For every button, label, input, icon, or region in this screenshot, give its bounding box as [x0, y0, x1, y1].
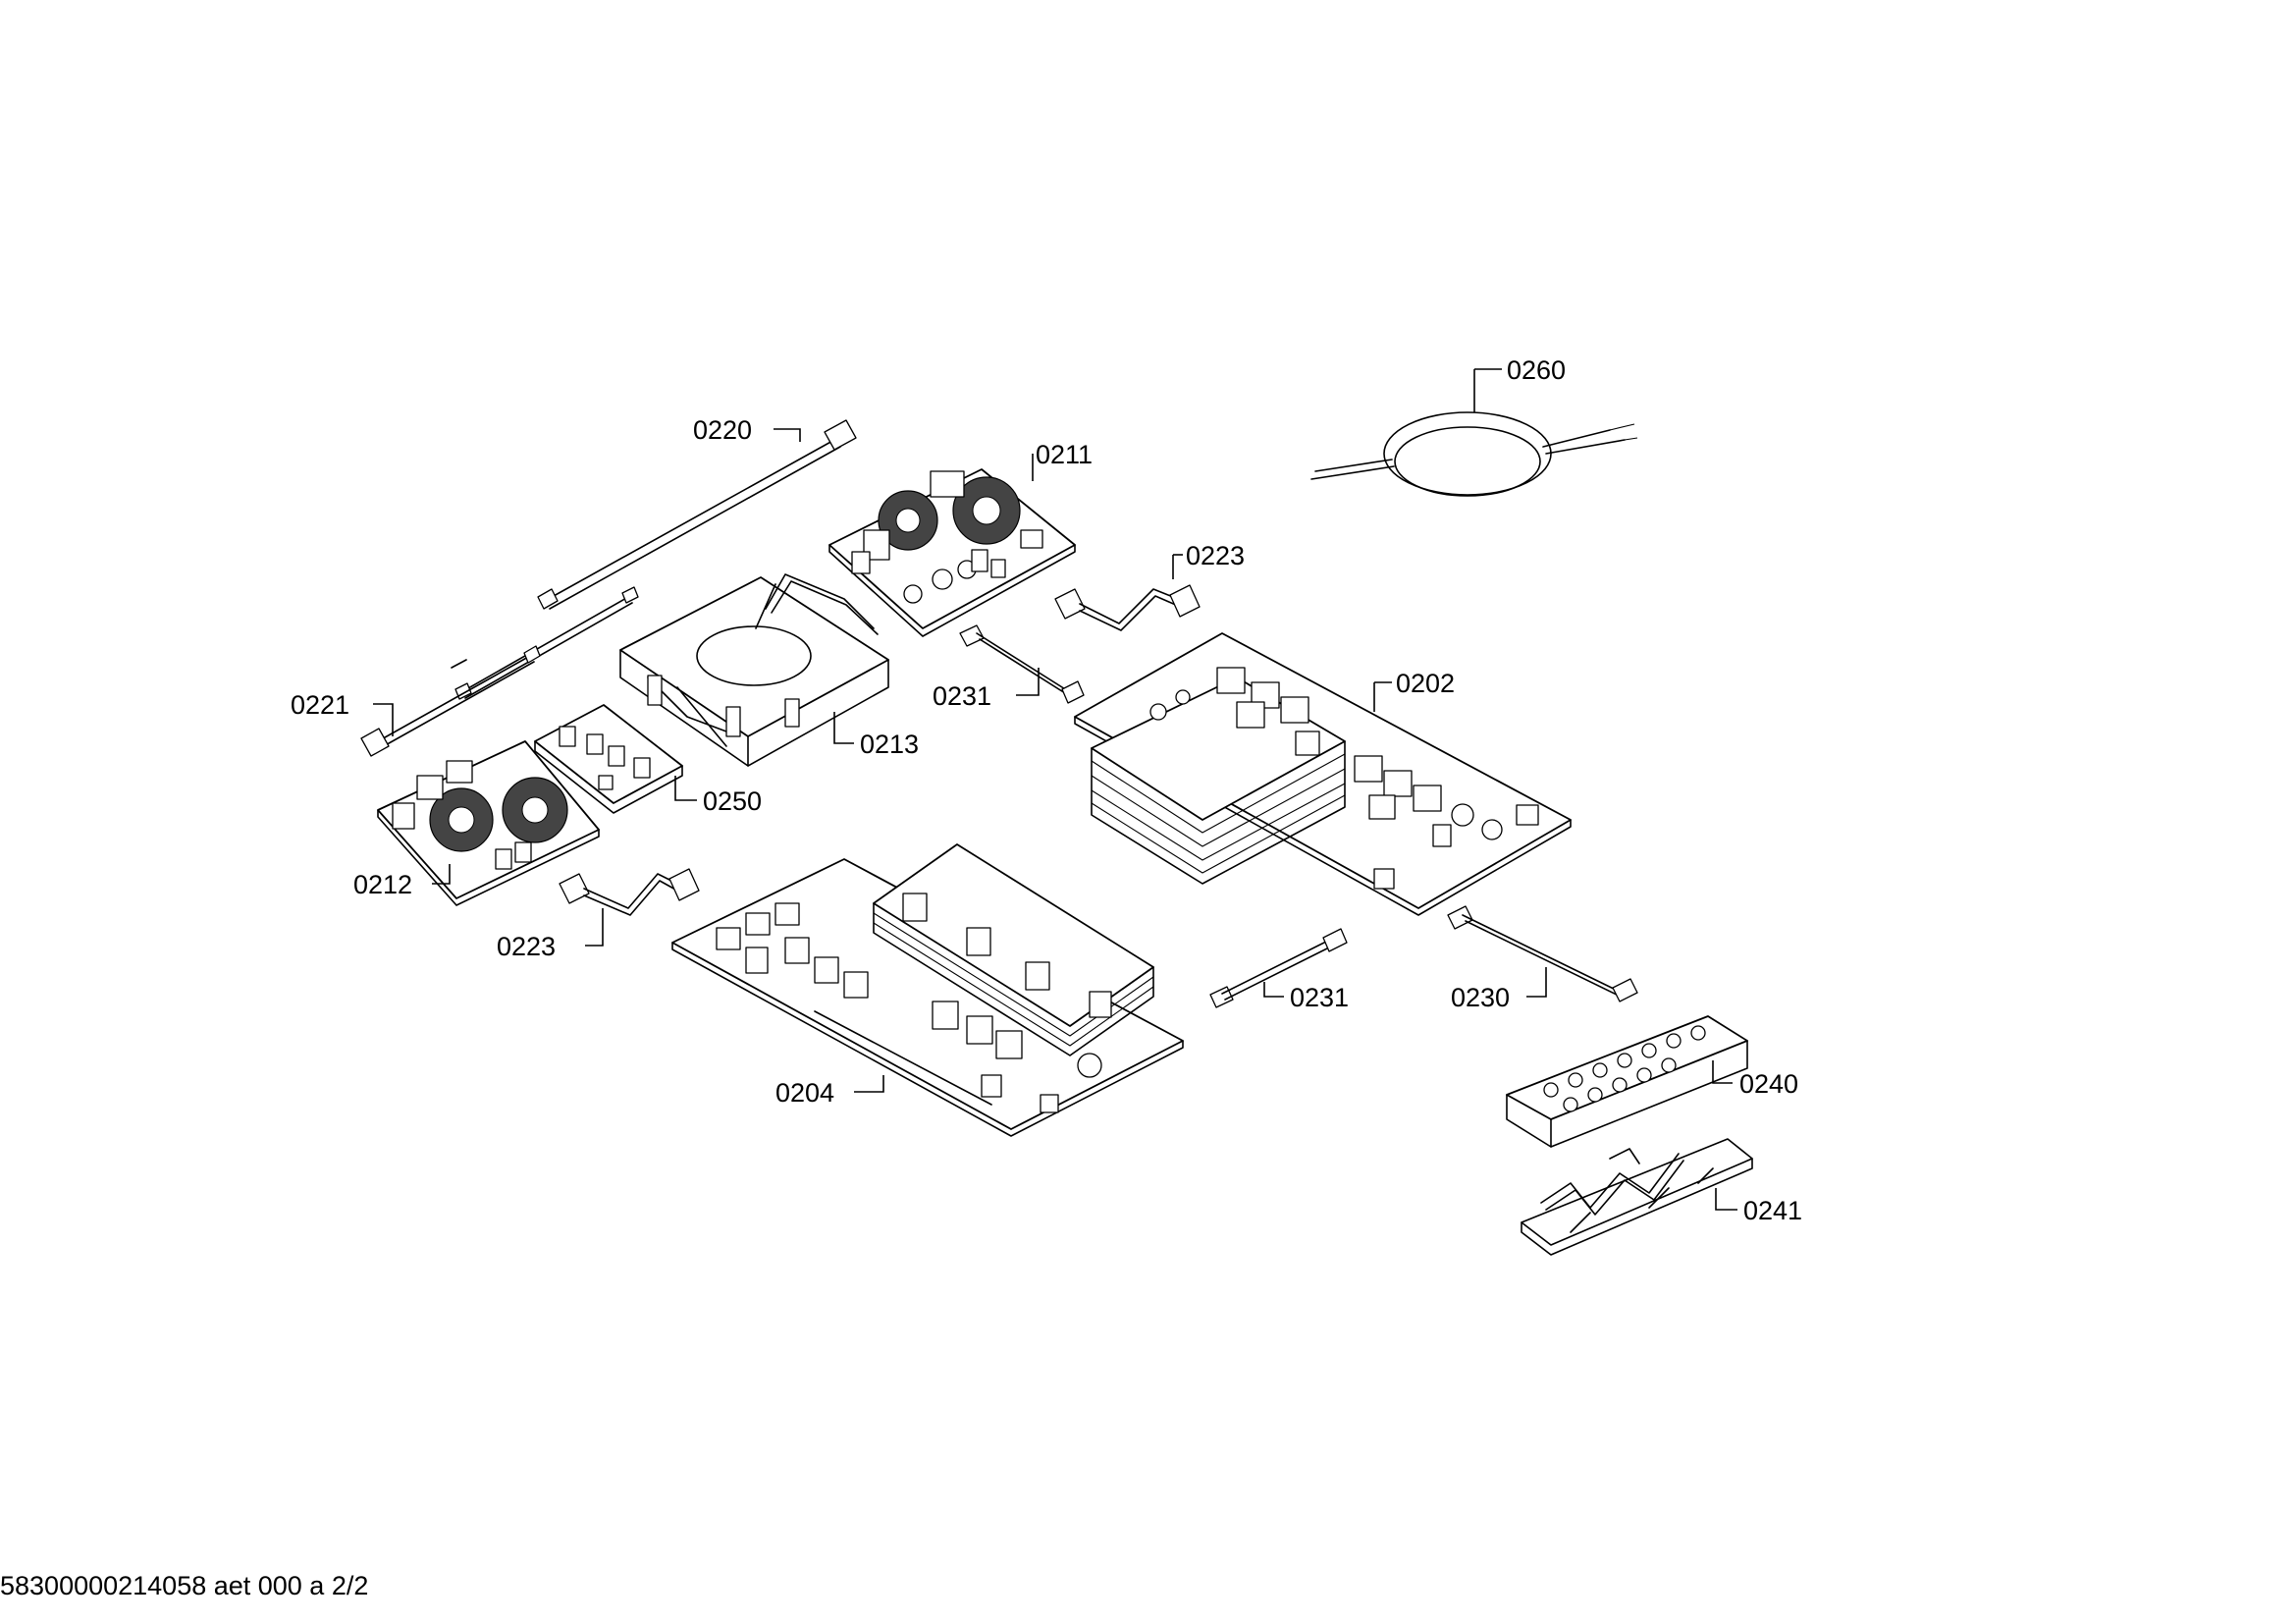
part-0241-bracket[interactable] [1521, 1138, 1753, 1256]
part-0213-induction-coil[interactable] [619, 573, 889, 767]
label-0241[interactable]: 0241 [1743, 1196, 1802, 1225]
label-0221[interactable]: 0221 [291, 690, 349, 720]
label-0212[interactable]: 0212 [353, 870, 412, 899]
part-0202-power-board[interactable] [1074, 632, 1572, 916]
part-0212-filter-board[interactable] [377, 740, 600, 906]
label-0204[interactable]: 0204 [775, 1078, 834, 1108]
part-0250-small-board[interactable] [534, 704, 683, 814]
part-0260-cable[interactable] [1310, 411, 1638, 497]
part-labels: 0260 0220 0211 0223 0221 0231 0213 0202 … [291, 355, 1802, 1225]
part-0220-cable[interactable] [451, 419, 857, 669]
label-0230[interactable]: 0230 [1451, 983, 1510, 1012]
part-0204-control-board[interactable] [671, 843, 1184, 1137]
part-0211-filter-board[interactable] [828, 468, 1076, 637]
label-0231-lower[interactable]: 0231 [1290, 983, 1349, 1012]
label-0202[interactable]: 0202 [1396, 669, 1455, 698]
label-0231-upper[interactable]: 0231 [933, 681, 991, 711]
label-0260[interactable]: 0260 [1507, 355, 1566, 385]
label-0220[interactable]: 0220 [693, 415, 752, 445]
part-0230-cable[interactable] [1447, 905, 1638, 1002]
leader-lines [373, 368, 1737, 1211]
part-0231-cable-lower[interactable] [1209, 928, 1348, 1008]
part-0223-cable-top[interactable] [1054, 584, 1201, 631]
part-0231-cable-upper[interactable] [959, 624, 1085, 704]
label-0211[interactable]: 0211 [1036, 440, 1093, 469]
label-0223-lower[interactable]: 0223 [497, 932, 556, 961]
document-footer-id: 58300000214058 aet 000 a 2/2 [0, 1571, 369, 1600]
part-0221-cables[interactable] [360, 586, 639, 757]
part-0223-cable-lower[interactable] [559, 868, 700, 916]
label-0213[interactable]: 0213 [860, 730, 919, 759]
label-0250[interactable]: 0250 [703, 786, 762, 816]
part-0240-button-board[interactable] [1506, 1015, 1748, 1148]
label-0240[interactable]: 0240 [1739, 1069, 1798, 1099]
label-0223-top[interactable]: 0223 [1186, 541, 1245, 570]
